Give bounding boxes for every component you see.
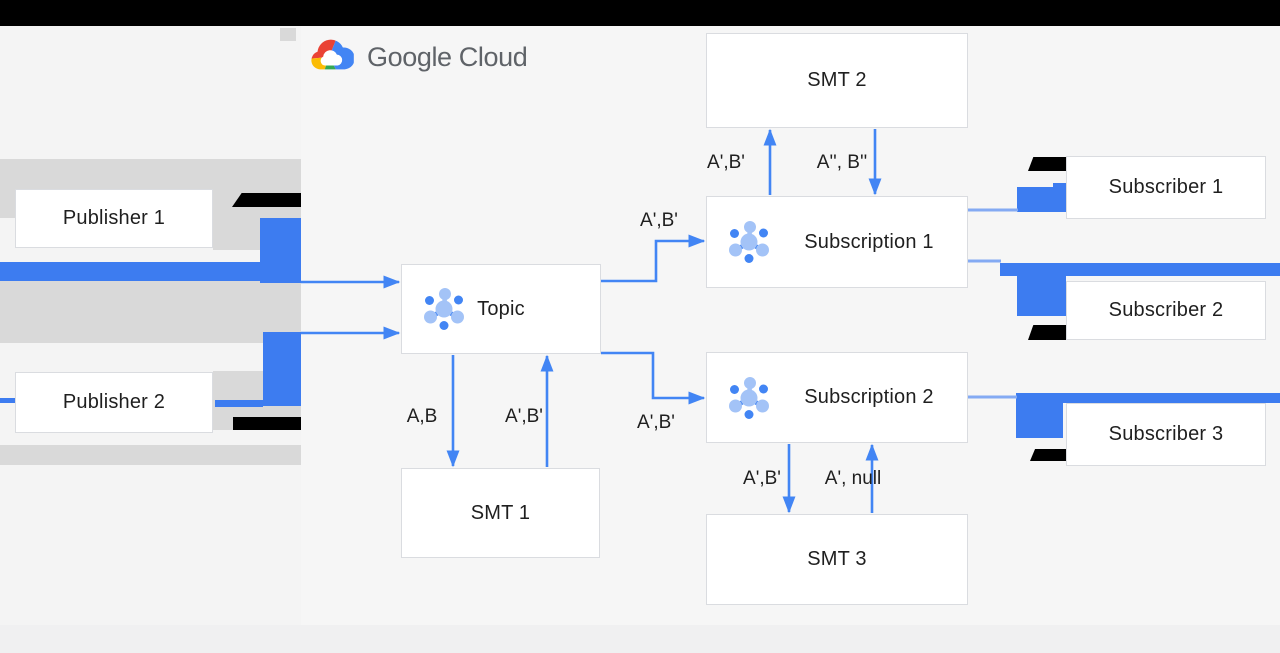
arrow-topic-to-subscription2 xyxy=(601,351,706,405)
subscriber-1-node: Subscriber 1 xyxy=(1066,156,1266,219)
node-label: Topic xyxy=(477,297,525,320)
magnified-arrow-segment xyxy=(1016,393,1063,438)
bottom-strip xyxy=(0,625,1280,653)
node-label: Subscriber 2 xyxy=(1108,299,1224,321)
top-black-bar xyxy=(0,0,1280,26)
magnified-arrow-segment xyxy=(0,398,15,403)
node-label: SMT 2 xyxy=(807,69,867,91)
node-label: Subscription 1 xyxy=(804,230,934,253)
node-label: SMT 3 xyxy=(807,548,867,570)
edge-label: A',B' xyxy=(505,406,543,427)
google-cloud-logo: Google Cloud xyxy=(308,38,528,76)
magnified-arrow-segment xyxy=(1017,187,1053,212)
magnified-arrow-segment xyxy=(260,218,301,283)
magnified-box-border-band xyxy=(213,218,260,250)
pubsub-topic-icon xyxy=(424,288,464,330)
magnified-arrow-segment xyxy=(1053,183,1066,212)
magnified-arrowhead xyxy=(1030,449,1066,461)
magnified-arrow-segment xyxy=(1017,263,1066,316)
arrow-topic-to-subscription1 xyxy=(601,234,706,283)
magnified-box-border-band xyxy=(0,280,301,343)
node-label: Publisher 2 xyxy=(62,391,166,413)
edge-label: A',B' xyxy=(707,152,745,173)
publisher-1-node: Publisher 1 xyxy=(15,189,213,248)
pubsub-subscription-icon xyxy=(729,221,769,263)
edge-label: A',B' xyxy=(637,412,675,433)
node-label: Subscription 2 xyxy=(804,386,934,408)
edge-label: A', null xyxy=(824,468,882,489)
magnified-arrowhead xyxy=(1028,157,1066,171)
node-label: Subscriber 3 xyxy=(1108,423,1224,445)
node-label: Subscriber 1 xyxy=(1108,176,1224,198)
subscriber-2-node: Subscriber 2 xyxy=(1066,281,1266,340)
edge-label: A',B' xyxy=(743,468,781,489)
smt-1-node: SMT 1 xyxy=(401,468,600,558)
magnified-fragment xyxy=(280,28,296,41)
subscription-1-node: Subscription 1 xyxy=(706,196,968,288)
magnified-arrow-segment xyxy=(1016,393,1280,403)
google-cloud-logo-icon xyxy=(311,39,354,70)
smt-3-node: SMT 3 xyxy=(706,514,968,605)
subscription-2-node: Subscription 2 xyxy=(706,352,968,443)
edge-label: A'', B'' xyxy=(816,152,868,173)
magnified-arrow-segment xyxy=(215,400,263,407)
node-label: SMT 1 xyxy=(470,501,531,524)
edge-label: A,B xyxy=(406,406,438,427)
magnified-arrowhead xyxy=(1028,325,1066,340)
publisher-2-node: Publisher 2 xyxy=(15,372,213,433)
magnified-arrow-segment xyxy=(0,262,260,281)
magnified-arrowhead xyxy=(232,193,301,207)
node-label: Publisher 1 xyxy=(62,207,166,229)
smt-2-node: SMT 2 xyxy=(706,33,968,128)
pubsub-subscription-icon xyxy=(729,376,769,419)
magnified-arrow-segment xyxy=(263,332,301,406)
google-cloud-logo-text: Google Cloud xyxy=(367,41,528,72)
magnified-arrow-segment xyxy=(1000,263,1280,276)
magnified-arrowhead xyxy=(233,417,301,430)
edge-label: A',B' xyxy=(640,210,678,231)
topic-node: Topic xyxy=(401,264,601,354)
subscriber-3-node: Subscriber 3 xyxy=(1066,403,1266,466)
magnified-box-border-band xyxy=(0,445,301,465)
